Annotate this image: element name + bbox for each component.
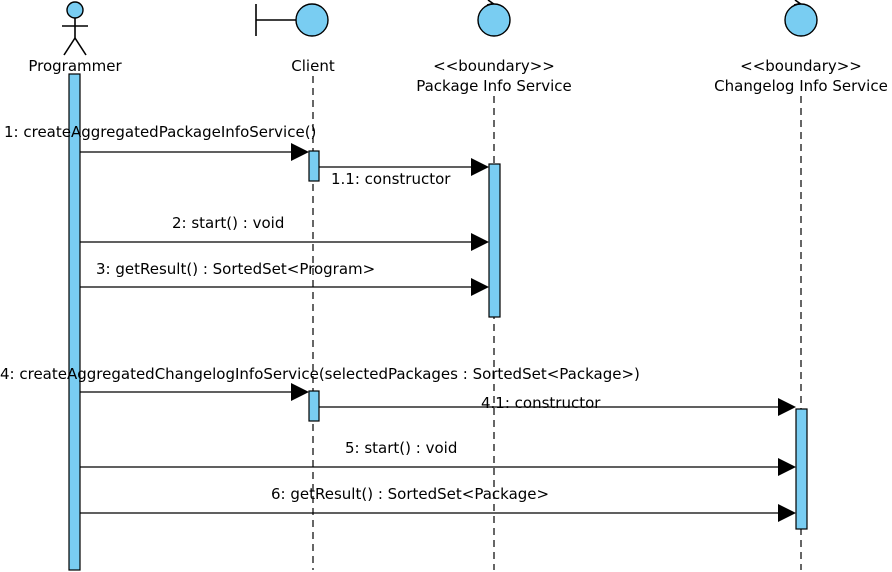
arrowhead	[471, 158, 489, 176]
boundary-icon	[255, 3, 329, 37]
message-label-2: 2: start() : void	[172, 214, 284, 232]
control-icon	[477, 0, 511, 37]
arrowhead	[778, 504, 796, 522]
participant-client-label: Client	[291, 57, 335, 75]
control-icon	[784, 0, 818, 37]
activation-programmer	[68, 73, 81, 571]
arrowhead	[291, 383, 309, 401]
message-label-3: 3: getResult() : SortedSet<Program>	[96, 260, 375, 278]
message-label-4-1: 4.1: constructor	[481, 394, 601, 412]
activation-package-info-service	[488, 163, 501, 318]
arrowhead	[291, 143, 309, 161]
participant-programmer-label: Programmer	[28, 57, 122, 75]
arrowhead	[471, 278, 489, 296]
message-label-5: 5: start() : void	[345, 439, 457, 457]
participant-package-stereotype: <<boundary>>	[433, 57, 555, 75]
participant-changelog-stereotype: <<boundary>>	[740, 57, 862, 75]
message-label-4: 4: createAggregatedChangelogInfoService(…	[0, 365, 640, 383]
message-label-1: 1: createAggregatedPackageInfoService()	[4, 123, 316, 141]
arrowhead	[778, 398, 796, 416]
participant-changelog-label: Changelog Info Service	[714, 77, 888, 95]
actor-icon	[62, 1, 88, 56]
participant-package-label: Package Info Service	[416, 77, 572, 95]
activation-client-1	[308, 150, 320, 182]
message-label-6: 6: getResult() : SortedSet<Package>	[271, 485, 549, 503]
message-label-1-1: 1.1: constructor	[331, 170, 451, 188]
arrowhead	[471, 233, 489, 251]
arrowhead	[778, 458, 796, 476]
activation-client-2	[308, 390, 320, 422]
activation-changelog-info-service	[795, 408, 808, 530]
